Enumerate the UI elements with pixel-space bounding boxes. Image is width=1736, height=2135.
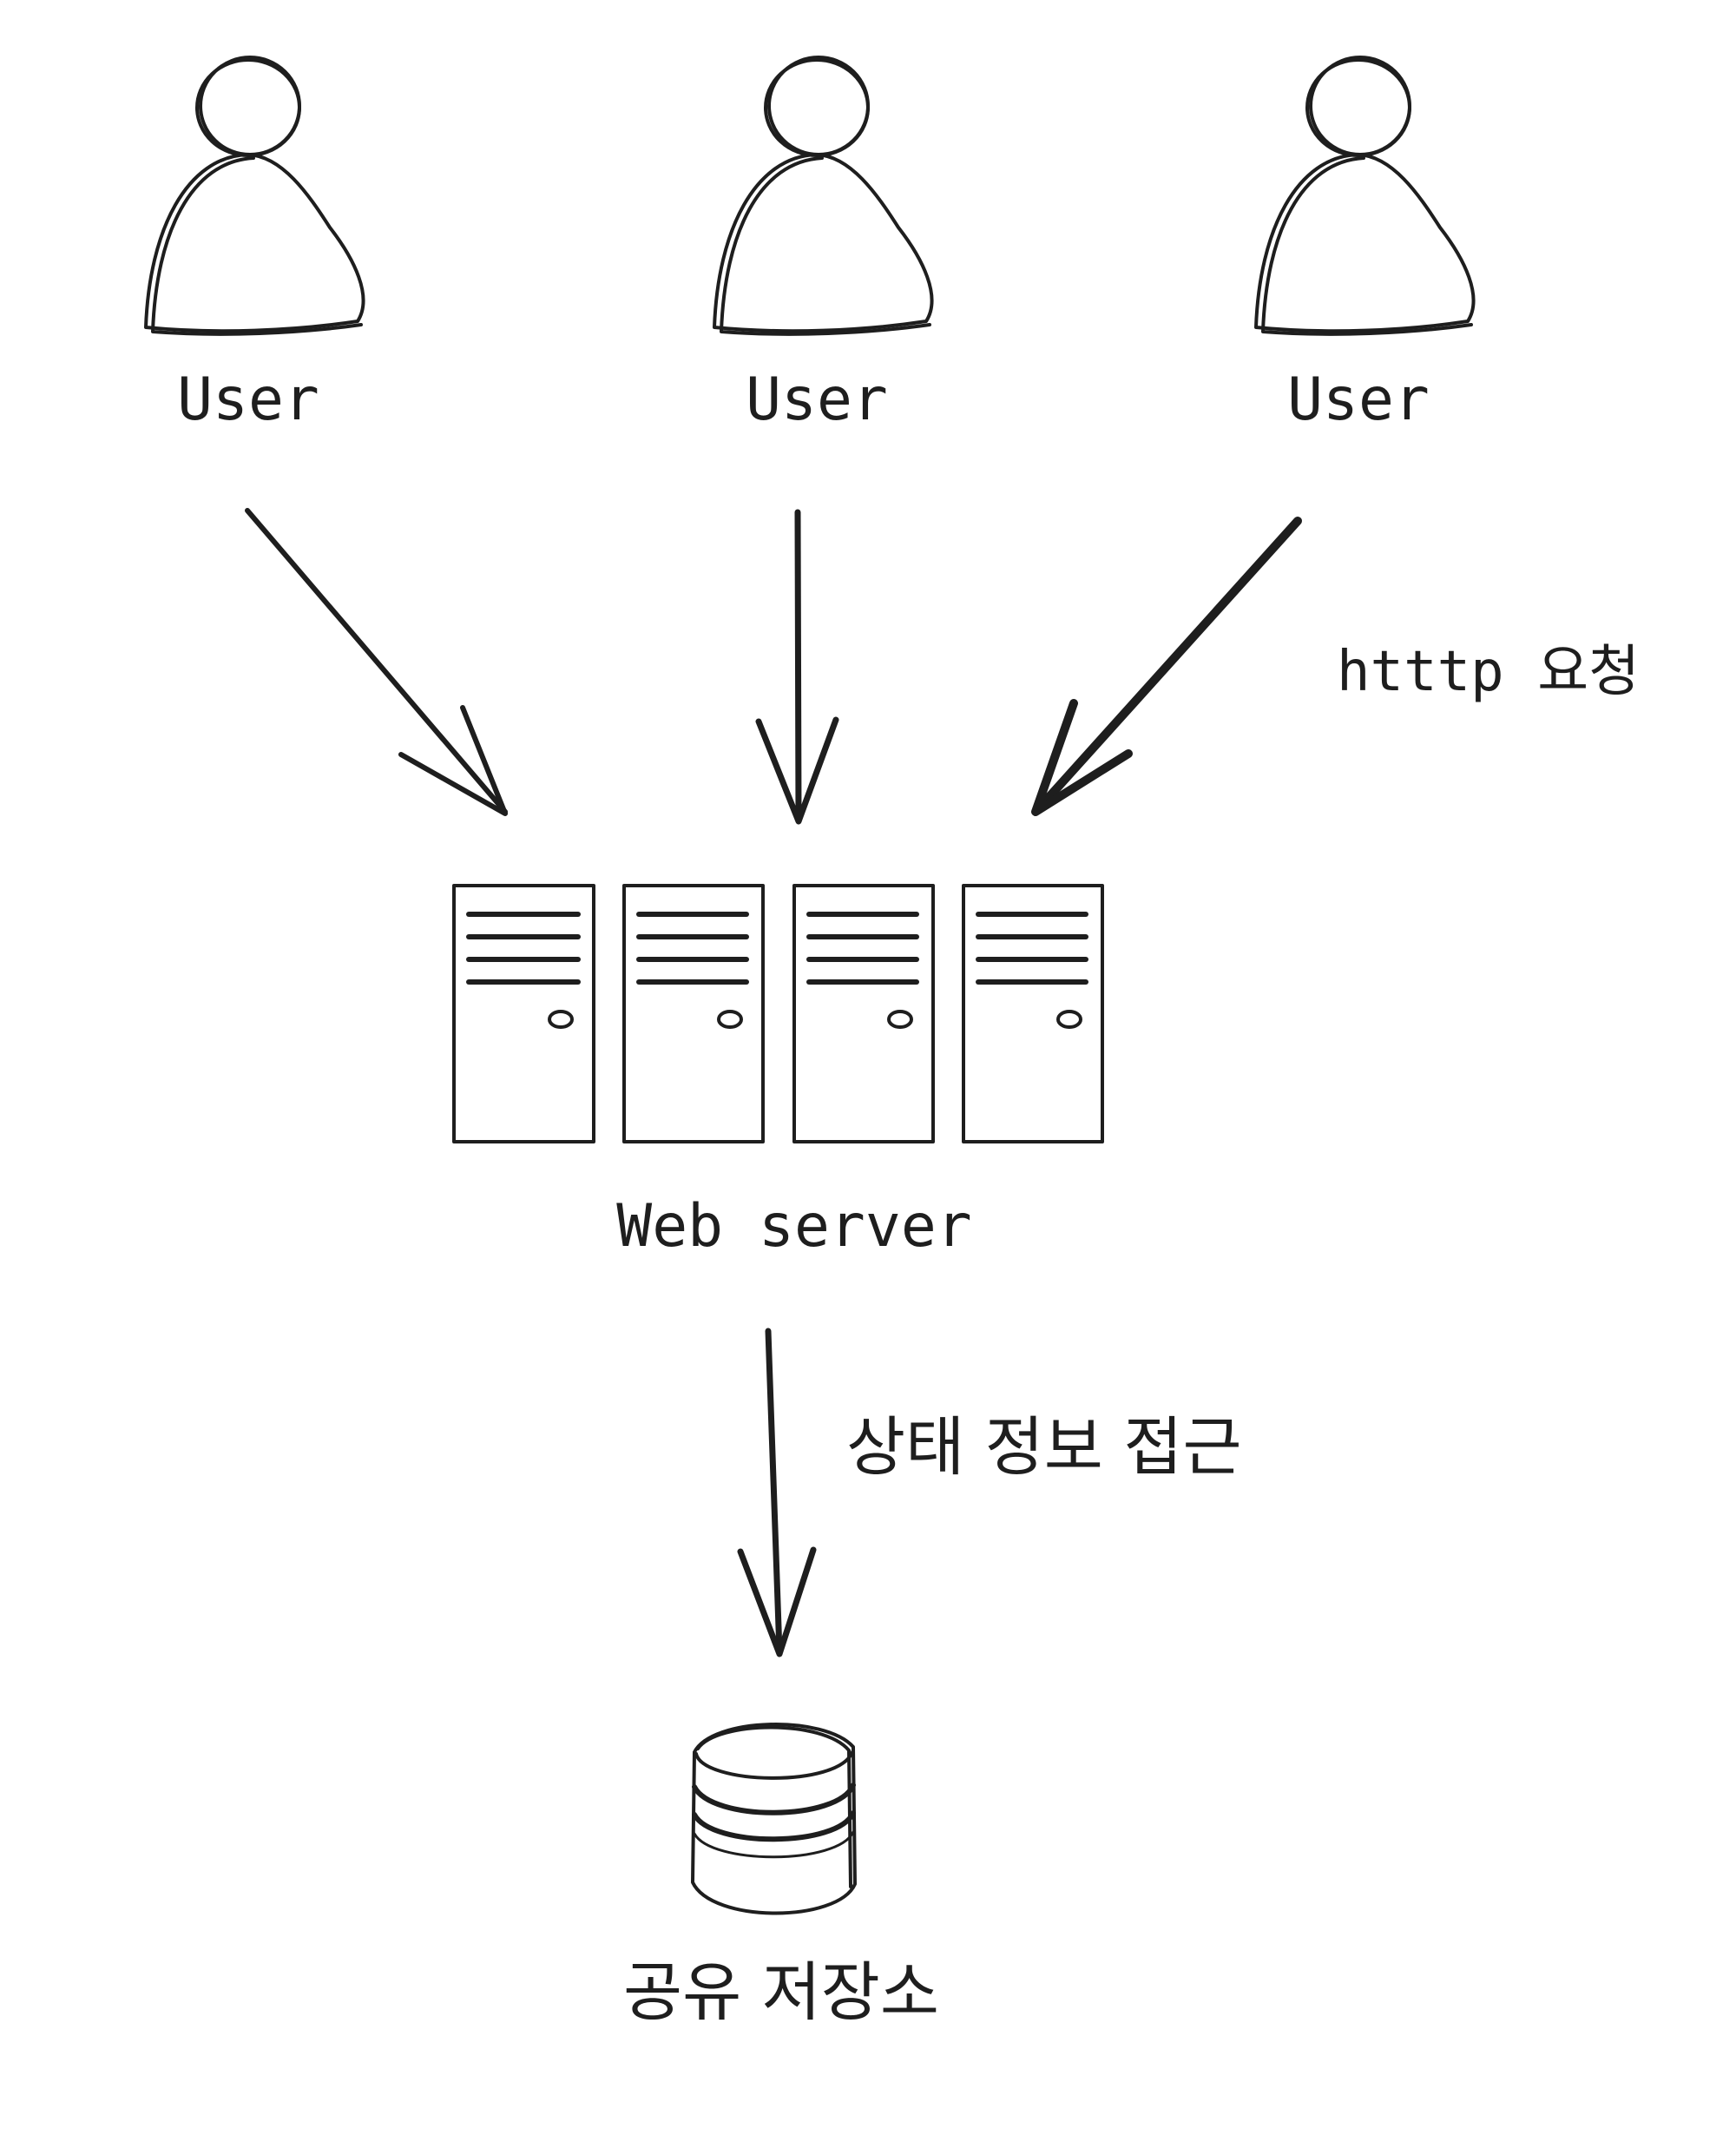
server-unit: [962, 884, 1104, 1143]
server-unit: [452, 884, 595, 1143]
user-label: User: [746, 366, 888, 434]
user-node-2: User: [713, 56, 934, 434]
user-icon: [144, 56, 365, 336]
user-node-3: User: [1254, 56, 1476, 434]
server-unit: [792, 884, 935, 1143]
user-node-1: User: [144, 56, 365, 434]
state-access-arrow: [737, 1328, 817, 1657]
database-icon: [691, 1723, 857, 1915]
request-label: htttp 요청: [1337, 640, 1640, 704]
storage-label: 공유 저장소: [623, 1955, 939, 2030]
web-server-label: Web server: [616, 1192, 971, 1261]
server-unit: [622, 884, 765, 1143]
user-label: User: [1287, 366, 1430, 434]
request-arrow-2: [755, 509, 839, 825]
web-server-icon: [452, 884, 1104, 1143]
user-icon: [1254, 56, 1476, 336]
user-icon: [713, 56, 934, 336]
state-access-label: 상태 정보 접근: [846, 1410, 1242, 1485]
request-arrow-3: [1031, 517, 1302, 816]
user-label: User: [177, 366, 319, 434]
request-arrow-1: [245, 508, 508, 816]
